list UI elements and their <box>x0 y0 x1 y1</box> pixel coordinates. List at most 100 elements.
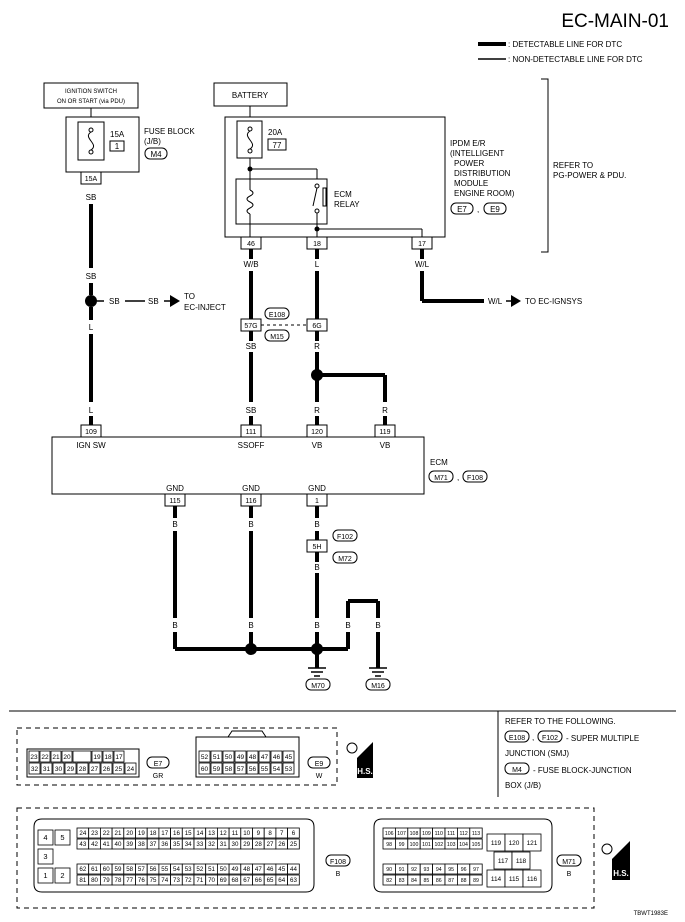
pin: 56 <box>150 866 157 873</box>
connector-m4-tag <box>144 147 168 160</box>
pin-cell <box>52 762 65 775</box>
wire-label-b-7: B <box>314 621 319 630</box>
ipdm-label-3: POWER <box>454 159 484 168</box>
pin-cell <box>91 750 103 763</box>
arrow-icon <box>511 295 521 307</box>
connector-m15: M15 <box>270 334 284 341</box>
pin-cell <box>54 829 71 846</box>
fuse-amp: 15A <box>110 130 125 139</box>
pin: 102 <box>434 842 443 848</box>
ecm-pin-gnd-1: GND <box>166 484 184 493</box>
fuse-icon <box>246 126 254 154</box>
pin: 71 <box>196 877 203 884</box>
ground-icon <box>308 667 326 677</box>
pin: 61 <box>91 866 98 873</box>
pin: 93 <box>424 867 430 873</box>
ecm-pin-vb-1: VB <box>312 441 323 450</box>
refer-connector-e108: E108 <box>509 735 525 742</box>
pin-cell <box>270 762 283 775</box>
wire-label-b-3: B <box>248 520 253 529</box>
pin: 51 <box>213 754 221 761</box>
pin-cell <box>72 750 92 763</box>
pin: 112 <box>459 831 467 837</box>
fuse-icon <box>87 127 95 155</box>
wire-label-l-2: L <box>89 406 94 415</box>
pin-cell <box>50 750 62 763</box>
pin: 89 <box>473 878 479 884</box>
terminal-6g-label: 6G <box>312 323 321 330</box>
pin: 8 <box>268 830 272 837</box>
pin: 25 <box>115 766 123 773</box>
ipdm-label-6: ENGINE ROOM) <box>454 189 515 198</box>
wire-label-r-1: R <box>314 342 320 351</box>
hs-badge-icon: H.S. <box>343 740 373 778</box>
wire-label-sb-2: SB <box>86 272 97 281</box>
pin: 72 <box>185 877 192 884</box>
wire-label-sb-6: SB <box>246 406 257 415</box>
pin: 50 <box>220 866 227 873</box>
connector-separator: , <box>477 205 479 214</box>
pin: 54 <box>173 866 180 873</box>
pin-cell <box>28 750 40 763</box>
pin-cell <box>64 762 77 775</box>
face-e7-label: E7 <box>154 761 163 768</box>
legend-non-detectable-text: : NON-DETECTABLE LINE FOR DTC <box>508 55 643 64</box>
pin: 117 <box>498 858 509 865</box>
refer-connector-f102: F102 <box>542 735 558 742</box>
pin: 96 <box>461 867 467 873</box>
pin-cell <box>198 762 211 775</box>
terminal-5h-label: 5H <box>313 544 322 551</box>
ecm-relay-label-1: ECM <box>334 190 352 199</box>
pin: 116 <box>527 876 538 883</box>
pin-cell <box>469 827 483 839</box>
fuse-number: 1 <box>115 142 120 151</box>
pin-cell <box>522 869 542 888</box>
pin: 48 <box>243 866 250 873</box>
terminal-57g-label: 57G <box>244 323 257 330</box>
pin: 87 <box>448 878 454 884</box>
pin-cell <box>113 750 125 763</box>
connector-m16: M16 <box>371 683 385 690</box>
page-title: EC-MAIN-01 <box>561 11 669 32</box>
wire-label-sb-4: SB <box>148 297 159 306</box>
pin-cell <box>246 750 259 763</box>
pin: 52 <box>201 754 209 761</box>
pin: 104 <box>459 842 468 848</box>
pin: 58 <box>225 766 233 773</box>
ignition-switch-box <box>43 82 139 109</box>
ecm-box <box>51 436 425 495</box>
pin: 55 <box>261 766 269 773</box>
pin-cell <box>469 874 483 886</box>
pin-cell <box>210 762 223 775</box>
hs-badge-text-2: H.S. <box>613 869 629 878</box>
pin-cell <box>469 838 483 850</box>
pin: 53 <box>185 866 192 873</box>
refer-following-heading: REFER TO THE FOLLOWING. <box>505 717 616 726</box>
terminal-1-label: 1 <box>315 498 319 505</box>
ipdm-fuse-number: 77 <box>273 141 282 150</box>
pin: 30 <box>232 841 239 848</box>
splice-point <box>85 295 97 307</box>
refer-bracket <box>541 78 549 253</box>
pin: 20 <box>63 754 71 761</box>
pin: 38 <box>138 841 145 848</box>
pin: 29 <box>243 841 250 848</box>
pin: 28 <box>255 841 262 848</box>
pin-cell <box>258 762 271 775</box>
face-m71-label: M71 <box>562 859 576 866</box>
pin: 43 <box>79 841 86 848</box>
refer-pg-line-2: PG-POWER & PDU. <box>553 171 626 180</box>
pin: 95 <box>448 867 454 873</box>
pin: 84 <box>411 878 417 884</box>
pin-cell <box>287 838 300 850</box>
pin: 86 <box>436 878 442 884</box>
pin: 17 <box>115 754 123 761</box>
pin: 19 <box>138 830 145 837</box>
pin: 26 <box>278 841 285 848</box>
wire-label-sb-3: SB <box>109 297 120 306</box>
pin: 56 <box>249 766 257 773</box>
terminal-15a-label: 15A <box>85 176 98 183</box>
pin-cell <box>112 762 125 775</box>
